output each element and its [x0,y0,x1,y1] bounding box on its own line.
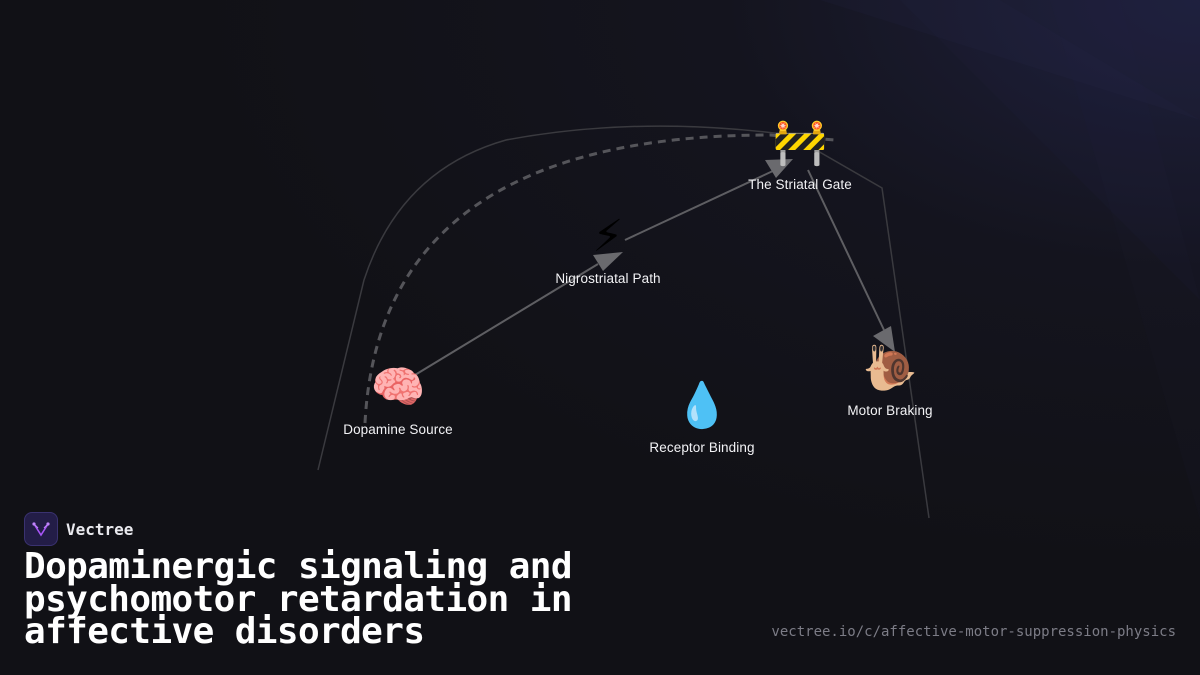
node-label: Receptor Binding [649,440,755,455]
node-receptor-binding[interactable]: 💧 Receptor Binding [612,380,792,455]
vectree-logo-icon [24,512,58,546]
node-striatal-gate[interactable]: 🚧 The Striatal Gate [710,117,890,192]
node-label: The Striatal Gate [748,177,852,192]
brand[interactable]: Vectree [24,512,133,546]
frame-curve [317,125,930,519]
node-dopamine-source[interactable]: 🧠 Dopamine Source [308,362,488,437]
edge-arrowhead [593,252,623,271]
brain-icon: 🧠 [370,362,426,413]
droplet-icon: 💧 [674,380,730,431]
edge-arrowhead [873,326,895,352]
node-motor-braking[interactable]: 🐌 Motor Braking [800,343,980,418]
snail-icon: 🐌 [862,343,918,394]
page-title: Dopaminergic signaling and psychomotor r… [24,546,573,652]
node-label: Dopamine Source [343,422,453,437]
node-label: Nigrostriatal Path [555,271,661,286]
barrier-icon: 🚧 [772,117,828,168]
lightning-icon: ⚡ [592,211,624,262]
node-nigrostriatal-path[interactable]: ⚡ Nigrostriatal Path [518,211,698,286]
edge-nigrostriatal-to-gate [624,169,776,241]
edge-dopamine-to-nigrostriatal [409,263,599,379]
edge-dopamine-to-gate-dashed [363,133,836,424]
node-label: Motor Braking [847,403,933,418]
brand-name: Vectree [66,519,134,539]
edge-gate-to-motor [807,169,885,331]
source-url[interactable]: vectree.io/c/affective-motor-suppression… [771,624,1176,640]
edge-arrowhead [765,159,793,178]
